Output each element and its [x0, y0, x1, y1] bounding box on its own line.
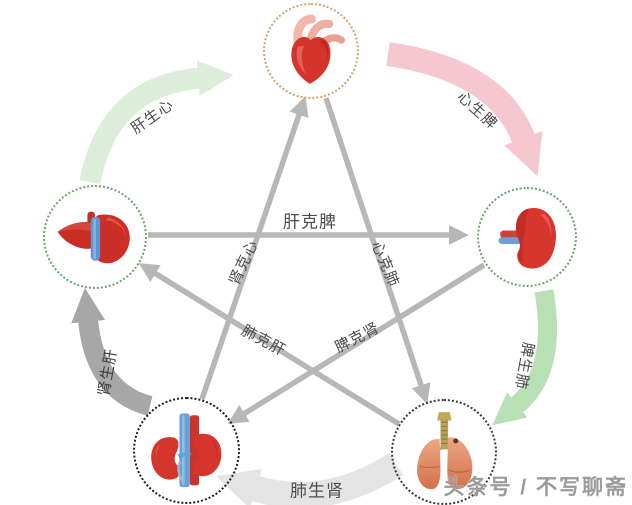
arrow-heart-overcomes-lung [323, 97, 431, 404]
watermark-text: 头条号 / 不写聊斋 [443, 476, 628, 499]
node-lung [391, 399, 497, 505]
node-heart [263, 3, 359, 99]
heart-organ-icon [290, 14, 345, 84]
arrow-spleen-overcomes-kidney [227, 262, 486, 424]
label-lung-generates-kidney: 肺生肾 [290, 481, 344, 501]
kidney-organ-icon [151, 413, 222, 488]
arrow-lung-overcomes-liver [138, 263, 401, 427]
arrow-liver-generates-heart [79, 60, 234, 185]
node-liver [43, 185, 147, 289]
arrow-kidney-generates-liver [71, 287, 153, 416]
arrow-kidney-overcomes-heart [199, 96, 309, 400]
arrow-heart-generates-spleen [386, 42, 543, 177]
label-liver-overcomes-spleen: 肝克脾 [283, 212, 337, 232]
spleen-organ-icon [498, 207, 556, 269]
lung-organ-icon [417, 412, 473, 490]
node-kidney [133, 397, 240, 504]
node-spleen [477, 187, 577, 287]
arrow-spleen-generates-lung [492, 289, 557, 426]
arrow-lung-generates-kidney [216, 452, 404, 505]
liver-organ-icon [57, 211, 130, 264]
